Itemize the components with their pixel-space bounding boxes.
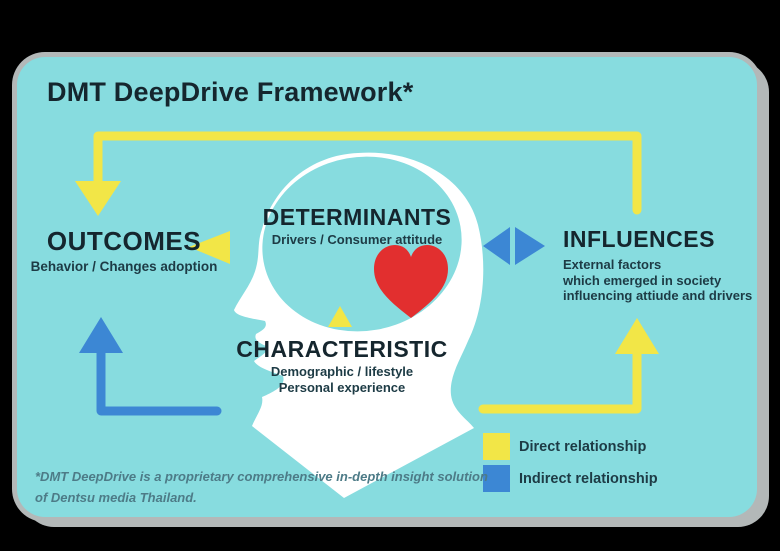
influences-subline-3: influencing attiude and drivers — [563, 288, 753, 304]
legend-row-indirect: Indirect relationship — [483, 465, 723, 492]
direct-arrow-right-head-up-icon — [615, 318, 659, 354]
characteristic-label: CHARACTERISTIC — [236, 336, 448, 362]
indirect-triangle-right-icon — [515, 227, 545, 265]
direct-triangle-outcomes-icon — [189, 231, 230, 264]
determinants-sublabel: Drivers / Consumer attitude — [271, 232, 443, 248]
direct-arrow-top-head-down-icon — [75, 181, 121, 216]
diagram-graphics — [75, 131, 659, 498]
characteristic-sublabel-1: Demographic / lifestyle — [270, 364, 414, 380]
influences-subline-1: External factors — [563, 257, 662, 273]
indirect-triangle-left-icon — [483, 227, 510, 265]
direct-relationship-label: Direct relationship — [519, 438, 647, 455]
framework-card: DMT DeepDrive Framework* — [17, 57, 757, 517]
characteristic-sublabel-2: Personal experience — [278, 380, 406, 396]
node-outcomes: OUTCOMES Behavior / Changes adoption — [25, 226, 223, 275]
influences-sublabel: External factors which emerged in societ… — [563, 257, 763, 304]
influences-subline-2: which emerged in society — [563, 272, 722, 288]
indirect-relationship-swatch-icon — [483, 465, 510, 492]
legend: Direct relationship Indirect relationshi… — [483, 433, 723, 497]
heart-icon — [374, 245, 448, 318]
direct-arrow-top-line — [93, 131, 642, 215]
footnote: *DMT DeepDrive is a proprietary comprehe… — [35, 466, 488, 508]
node-determinants: DETERMINANTS Drivers / Consumer attitude — [249, 205, 465, 247]
legend-row-direct: Direct relationship — [483, 433, 723, 460]
node-characteristic: CHARACTERISTIC Demographic / lifestyle P… — [222, 337, 462, 396]
indirect-arrow-left-line — [96, 345, 222, 416]
influences-label: INFLUENCES — [563, 226, 715, 252]
footnote-line-1: *DMT DeepDrive is a proprietary comprehe… — [35, 469, 488, 484]
node-influences: INFLUENCES External factors which emerge… — [563, 227, 763, 304]
direct-arrow-right-line — [478, 346, 642, 414]
page-title: DMT DeepDrive Framework* — [47, 77, 414, 107]
indirect-relationship-label: Indirect relationship — [519, 470, 658, 487]
outcomes-sublabel: Behavior / Changes adoption — [30, 259, 218, 275]
direct-relationship-swatch-icon — [483, 433, 510, 460]
footnote-line-2: of Dentsu media Thailand. — [35, 490, 197, 505]
determinants-label: DETERMINANTS — [262, 204, 452, 230]
outcomes-label: OUTCOMES — [46, 226, 202, 256]
indirect-arrow-left-head-up-icon — [79, 317, 123, 353]
direct-triangle-characteristic-icon — [328, 306, 352, 327]
